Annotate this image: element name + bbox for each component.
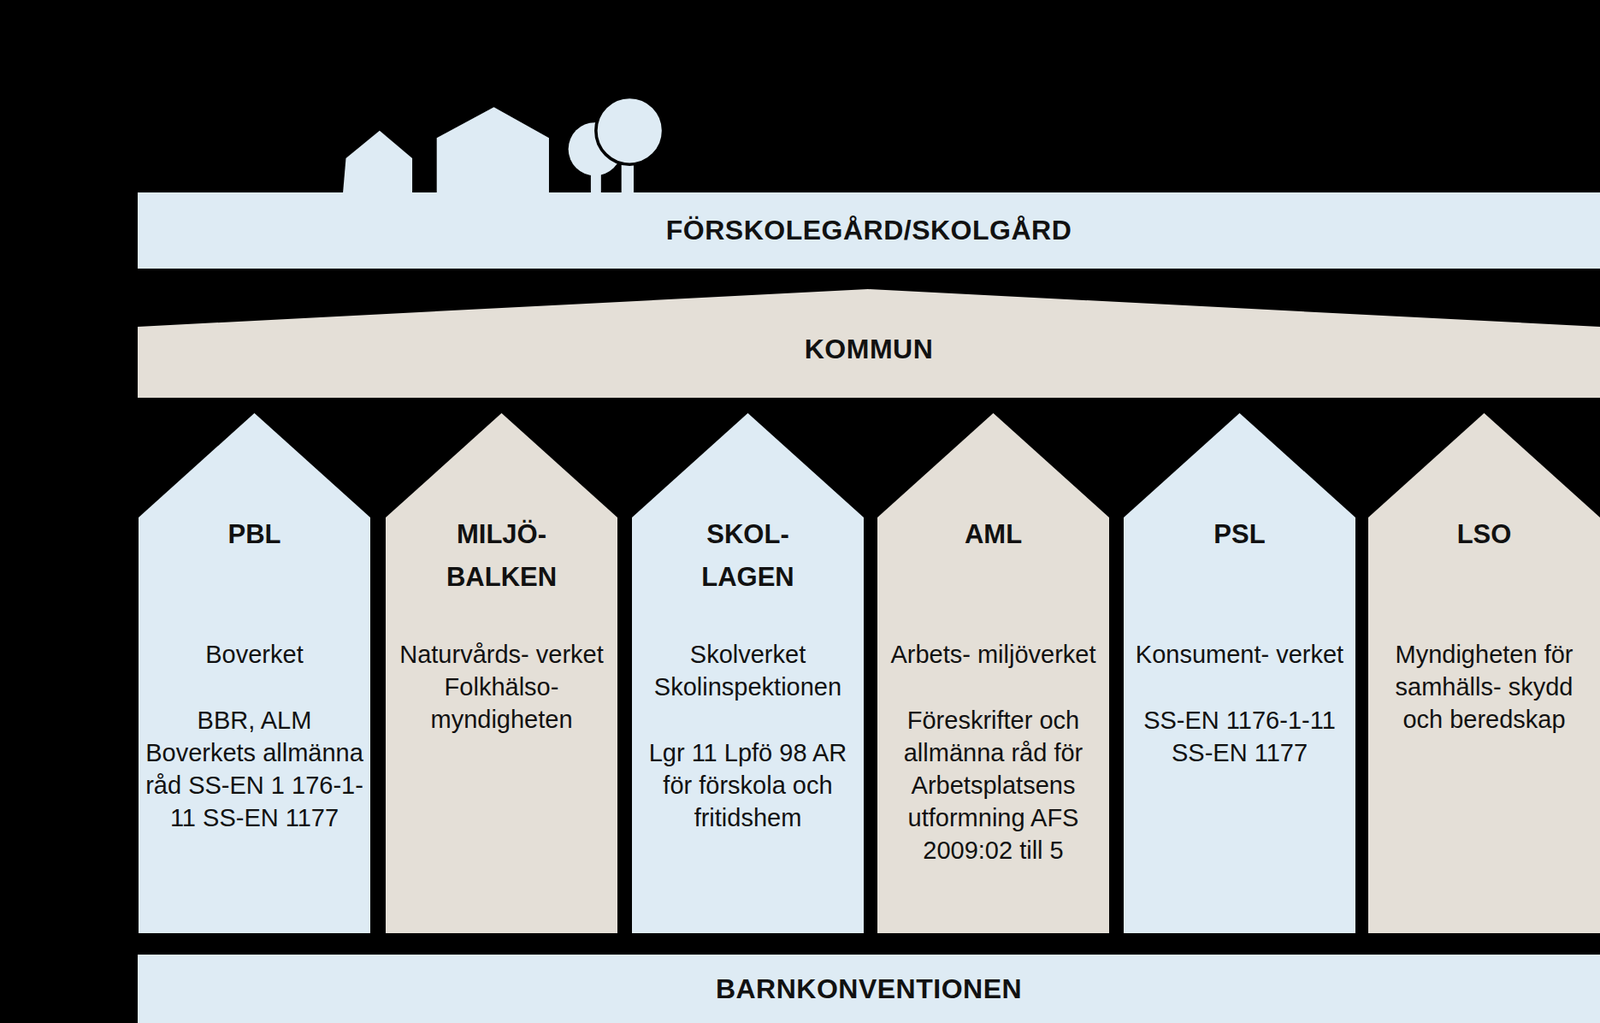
law-abbreviation-text: MILJÖ- BALKEN [446, 513, 557, 599]
band-label: KOMMUN [804, 333, 934, 366]
shape-fill [385, 413, 618, 933]
shape-fill [1368, 413, 1600, 933]
law-abbreviation: PBL [138, 513, 371, 556]
authority-name: Myndigheten för samhälls- skydd och bere… [1375, 637, 1594, 736]
law-pillar: PBL BoverketBBR, ALM Boverkets allmänna r… [138, 413, 371, 933]
authority-name: Skolverket Skolinspektionen [638, 637, 857, 703]
authority-name: Naturvårds- verket Folkhälso- myndighete… [392, 637, 611, 736]
law-pillar: PSL Konsument- verketSS-EN 1176-1-11 SS-E… [1123, 413, 1356, 933]
shape-fill [877, 413, 1110, 933]
band-label: BARNKONVENTIONEN [715, 973, 1022, 1005]
law-abbreviation-text: PSL [1213, 513, 1265, 556]
law-abbreviation: MILJÖ- BALKEN [385, 513, 618, 599]
authority-name: Konsument- verket [1130, 637, 1349, 671]
authority-list: Arbets- miljöverketFöreskrifter och allm… [884, 637, 1103, 867]
shape-fill [138, 413, 371, 933]
regulation-list: SS-EN 1176-1-11 SS-EN 1177 [1130, 703, 1349, 769]
law-abbreviation: LSO [1368, 513, 1600, 556]
authority-list: Konsument- verketSS-EN 1176-1-11 SS-EN 1… [1130, 637, 1349, 769]
authority-list: Naturvårds- verket Folkhälso- myndighete… [392, 637, 611, 736]
law-pillar: LSO Myndigheten för samhälls- skydd och b… [1368, 413, 1600, 933]
shape-outline [1123, 413, 1356, 933]
level-band: FÖRSKOLEGÅRD/SKOLGÅRD [137, 192, 1600, 269]
regulation-list: BBR, ALM Boverkets allmänna råd SS-EN 1 … [145, 703, 364, 834]
small-house [342, 130, 413, 195]
shape-fill [137, 289, 1600, 398]
law-abbreviation: SKOL- LAGEN [631, 513, 864, 599]
law-abbreviation-text: SKOL- LAGEN [701, 513, 795, 599]
law-abbreviation-text: PBL [228, 513, 282, 556]
law-pillar: SKOL- LAGEN Skolverket SkolinspektionenLg… [631, 413, 864, 933]
law-abbreviation: PSL [1123, 513, 1356, 556]
law-pillar: MILJÖ- BALKEN Naturvårds- verket Folkhäls… [385, 413, 618, 933]
shape-fill [1123, 413, 1356, 933]
band-label: FÖRSKOLEGÅRD/SKOLGÅRD [666, 214, 1073, 247]
authority-list: BoverketBBR, ALM Boverkets allmänna råd … [145, 637, 364, 834]
municipality-band: KOMMUN [137, 289, 1600, 398]
law-abbreviation-text: LSO [1457, 513, 1512, 556]
large-house [436, 106, 550, 194]
authority-name: Boverket [145, 637, 364, 671]
regulation-list: Föreskrifter och allmänna råd för Arbets… [884, 703, 1103, 867]
shape-outline [138, 413, 371, 933]
tree-crown [596, 96, 664, 165]
law-abbreviation: AML [877, 513, 1110, 556]
authority-name: Arbets- miljöverket [884, 637, 1103, 671]
authority-list: Skolverket SkolinspektionenLgr 11 Lpfö 9… [638, 637, 857, 834]
law-abbreviation-text: AML [964, 513, 1022, 556]
regulation-list: Lgr 11 Lpfö 98 AR för förskola och friti… [638, 736, 857, 834]
law-pillar: AML Arbets- miljöverketFöreskrifter och a… [877, 413, 1110, 933]
authority-list: Myndigheten för samhälls- skydd och bere… [1375, 637, 1594, 736]
level-band: BARNKONVENTIONEN [137, 954, 1600, 1023]
shape-fill [631, 413, 864, 933]
